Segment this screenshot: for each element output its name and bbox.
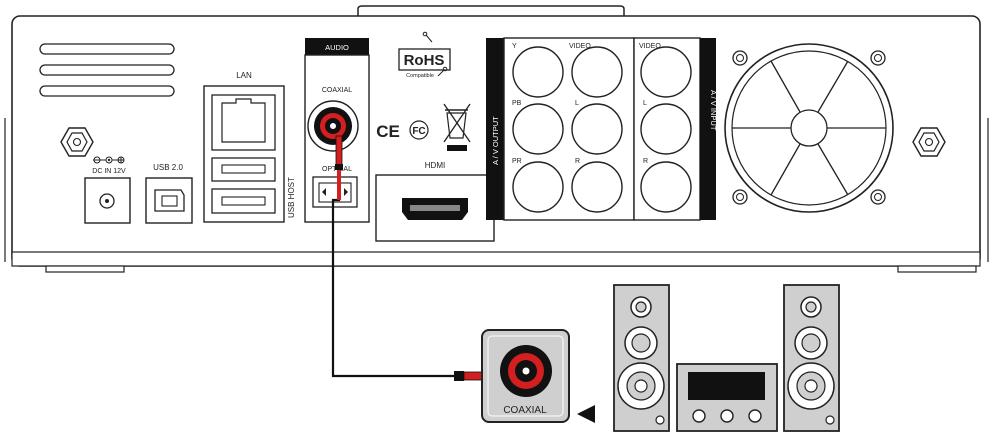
svg-text:FC: FC xyxy=(412,126,425,137)
usb2-port[interactable]: USB 2.0 xyxy=(145,163,193,224)
top-handle xyxy=(357,5,625,17)
av-input-label: A / V INPUT xyxy=(709,90,718,131)
lan-port[interactable] xyxy=(211,94,276,151)
hdmi-label: HDMI xyxy=(425,161,445,170)
av-output-label: A / V OUTPUT xyxy=(491,116,500,165)
y-jack[interactable] xyxy=(512,46,564,98)
pb-label: PB xyxy=(512,100,522,107)
right-foot xyxy=(897,265,977,273)
chassis-bottom-strip xyxy=(11,251,981,267)
vent-slot xyxy=(39,85,175,97)
l-out-jack[interactable] xyxy=(571,103,623,155)
y-label: Y xyxy=(512,43,517,50)
amplifier-display xyxy=(688,372,765,400)
audio-header-bar xyxy=(305,38,369,55)
audio-header: AUDIO xyxy=(325,43,349,52)
right-speaker xyxy=(783,284,840,432)
receiver-coaxial-input[interactable]: COAXIAL xyxy=(481,329,570,423)
rohs-compatible-text: Compatible xyxy=(406,73,434,79)
video-in-label: VIDEO xyxy=(639,43,661,50)
rohs-badge: RoHS Compatible xyxy=(398,31,451,79)
pr-label: PR xyxy=(512,158,522,165)
av-output-block: A / V OUTPUT Y VIDEO PB L PR R xyxy=(486,37,635,221)
r-in-jack[interactable] xyxy=(640,161,692,213)
usb-host-port-2[interactable] xyxy=(211,188,276,214)
rohs-text: RoHS xyxy=(404,52,445,69)
l-in-label: L xyxy=(643,100,647,107)
video-out-jack[interactable] xyxy=(571,46,623,98)
vent-slot xyxy=(39,43,175,55)
r-out-label: R xyxy=(575,158,580,165)
dc-in-label: DC IN 12V xyxy=(92,168,126,175)
player-rear-panel: DC IN 12V USB 2.0 LAN xyxy=(4,5,989,273)
video-out-label: VIDEO xyxy=(569,43,591,50)
triangle-left-icon xyxy=(577,405,595,423)
usb-host-port-1[interactable] xyxy=(211,157,276,182)
ce-mark: CE xyxy=(376,122,400,141)
lan-usb-block: LAN USB HOST xyxy=(203,71,296,223)
pb-jack[interactable] xyxy=(512,103,564,155)
r-in-label: R xyxy=(643,158,648,165)
dc-polarity-icon xyxy=(93,156,125,164)
usb2-label: USB 2.0 xyxy=(153,163,183,172)
hex-screw-icon xyxy=(912,127,946,157)
coaxial-port-label: COAXIAL xyxy=(322,87,352,94)
crossed-bin-icon xyxy=(443,103,471,151)
left-speaker xyxy=(613,284,670,432)
fan-grille-icon xyxy=(724,43,894,213)
l-out-label: L xyxy=(575,100,579,107)
optical-port[interactable] xyxy=(312,176,358,208)
av-input-block: A / V INPUT VIDEO L R xyxy=(633,37,718,221)
left-foot xyxy=(45,265,125,273)
receiver-coaxial-label: COAXIAL xyxy=(503,405,547,416)
hex-screw-icon xyxy=(60,127,94,157)
r-out-jack[interactable] xyxy=(571,161,623,213)
lan-label: LAN xyxy=(236,71,252,80)
video-in-jack[interactable] xyxy=(640,46,692,98)
cable-plug-top xyxy=(335,135,343,167)
dc-in-port[interactable]: DC IN 12V xyxy=(84,156,131,224)
pr-jack[interactable] xyxy=(512,161,564,213)
fcc-mark: FC xyxy=(409,120,429,140)
hdmi-port[interactable]: HDMI xyxy=(375,161,495,242)
stereo-amplifier xyxy=(676,363,778,432)
usb-host-label: USB HOST xyxy=(287,177,296,218)
coaxial-port[interactable] xyxy=(307,100,359,152)
l-in-jack[interactable] xyxy=(640,103,692,155)
vent-slot xyxy=(39,64,175,76)
